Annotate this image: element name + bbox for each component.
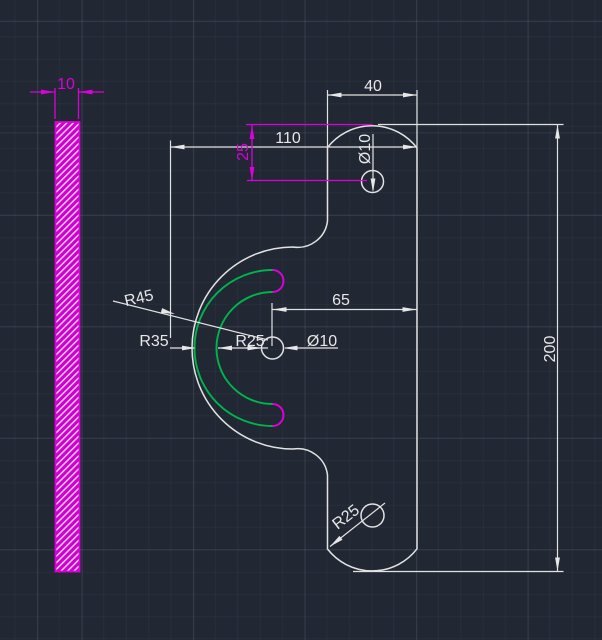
- arrowhead: [160, 308, 175, 314]
- dim-text-slot-mid-radius: R35: [139, 333, 168, 350]
- side-view-section[interactable]: [54, 121, 81, 573]
- arrowhead: [403, 92, 417, 98]
- slot-bottom-cap[interactable]: [272, 403, 285, 427]
- dim-text-overall-width: 110: [275, 130, 301, 147]
- dim-text-top-hole-dia: Ø10: [357, 134, 374, 164]
- dim-text-thickness: 10: [57, 76, 75, 93]
- dim-thickness-10[interactable]: 10: [30, 76, 104, 119]
- dim-slot-outer-radius-r45[interactable]: R45: [112, 287, 269, 341]
- arrowhead: [247, 345, 262, 351]
- arrowhead: [218, 345, 232, 351]
- arrowhead: [182, 345, 196, 351]
- dim-tab-width-40[interactable]: 40: [326, 78, 418, 147]
- dim-text-hole-offset: 25: [235, 143, 252, 161]
- arrowhead: [370, 178, 376, 193]
- arrowhead: [249, 125, 255, 139]
- arrowhead: [78, 89, 93, 95]
- dim-text-center-offset: 65: [332, 292, 350, 309]
- arrowhead: [249, 167, 255, 181]
- bottom-hole[interactable]: [360, 503, 385, 528]
- arrowhead: [41, 89, 55, 95]
- section-hatched-plate[interactable]: [54, 121, 81, 573]
- dim-center-offset-65[interactable]: 65: [271, 292, 417, 346]
- arrowhead: [283, 345, 298, 351]
- dim-slot-inner-radius-r25[interactable]: R25: [218, 333, 268, 351]
- dim-overall-width-110[interactable]: 110: [169, 130, 418, 338]
- dim-center-hole-dia[interactable]: Ø10: [246, 333, 338, 351]
- dim-text-slot-inner-radius: R25: [235, 333, 264, 350]
- arrowhead: [402, 307, 417, 312]
- slot-inner-arc[interactable]: [215, 291, 273, 405]
- dim-text-overall-height: 200: [542, 336, 559, 363]
- arrowhead: [272, 307, 287, 312]
- arrowhead: [327, 92, 342, 98]
- arrowhead: [403, 144, 417, 150]
- dim-hole-offset-25[interactable]: 25: [235, 123, 373, 182]
- dim-text-slot-outer-radius: R45: [123, 287, 156, 310]
- arrowhead: [555, 557, 560, 572]
- dim-bottom-corner-radius-r25[interactable]: R25: [329, 502, 386, 547]
- dim-text-bottom-corner-radius: R25: [329, 502, 363, 534]
- arrowhead: [330, 535, 343, 547]
- dim-top-hole-dia[interactable]: Ø10: [357, 134, 376, 193]
- dim-slot-mid-radius-r35[interactable]: R35: [139, 333, 196, 351]
- arrowhead: [170, 144, 185, 150]
- arrowhead: [555, 124, 560, 139]
- slot-top-cap[interactable]: [272, 269, 285, 293]
- dim-text-tab-width: 40: [364, 78, 382, 95]
- dim-text-center-hole-dia: Ø10: [307, 333, 337, 350]
- dim-overall-height-200[interactable]: 200: [353, 123, 564, 573]
